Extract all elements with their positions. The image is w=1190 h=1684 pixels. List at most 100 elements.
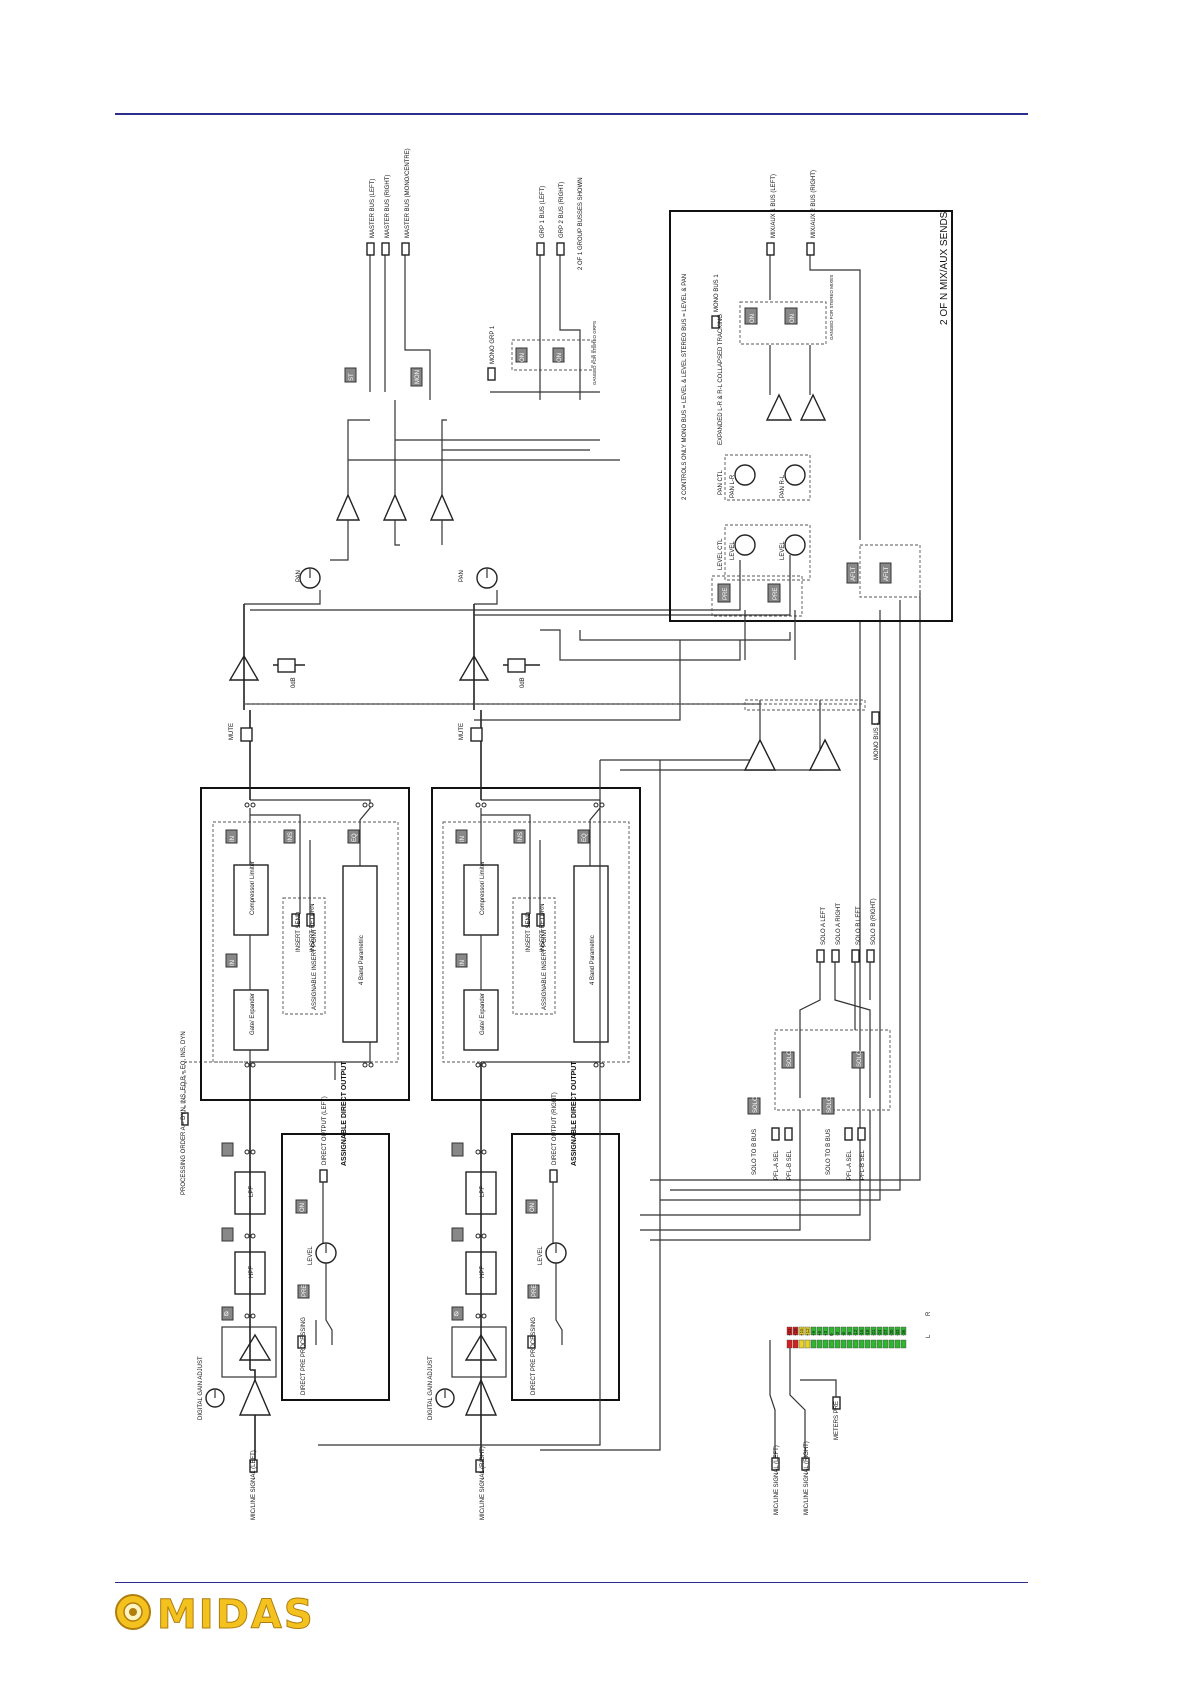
brand-wordmark: MIDAS bbox=[157, 1592, 315, 1634]
direct-output-label-left: DIRECT OUTPUT (LEFT) bbox=[322, 1096, 328, 1165]
svg-text:IN: IN bbox=[460, 960, 466, 966]
svg-text:PRE: PRE bbox=[532, 1285, 538, 1297]
insert-point-label-left: ASSIGNABLE INSERT POINT bbox=[312, 928, 318, 1010]
eq-parametric-left bbox=[342, 865, 378, 1043]
svg-text:PFL-A SEL: PFL-A SEL bbox=[847, 1150, 853, 1180]
mix-on-button-1[interactable] bbox=[744, 307, 758, 325]
mix-aux-1-label: MIX/AUX 1 BUS (LEFT) bbox=[771, 174, 777, 238]
grp-on-button-1[interactable] bbox=[515, 347, 528, 363]
pan-rl-knob[interactable] bbox=[784, 464, 806, 486]
sum-amp-3 bbox=[429, 493, 455, 521]
svg-text:PAN: PAN bbox=[459, 570, 465, 582]
eq-button-left[interactable] bbox=[347, 829, 360, 844]
mon-button[interactable] bbox=[410, 367, 423, 387]
gate-in-button-left[interactable] bbox=[225, 953, 238, 968]
gate-expander-left bbox=[233, 989, 269, 1051]
eq-button-right[interactable] bbox=[577, 829, 590, 844]
meter-segment bbox=[870, 1326, 877, 1336]
fader-right[interactable] bbox=[507, 658, 526, 673]
svg-text:0dB: 0dB bbox=[291, 677, 297, 688]
mix-pre-button-1[interactable] bbox=[717, 583, 731, 603]
svg-text:MUTE: MUTE bbox=[459, 723, 465, 740]
meter-scale-label: -6 bbox=[841, 1332, 846, 1336]
hpf-switch-left[interactable] bbox=[221, 1227, 234, 1242]
solo-to-b-button-2[interactable] bbox=[821, 1097, 835, 1115]
svg-text:ASSIGNABLE INSERT POINT: ASSIGNABLE INSERT POINT bbox=[542, 928, 548, 1010]
meter-segment bbox=[882, 1326, 889, 1336]
aflt-button-1[interactable] bbox=[846, 562, 859, 584]
compressor-left bbox=[233, 864, 269, 936]
ins-button-left[interactable] bbox=[283, 829, 296, 844]
svg-text:INS: INS bbox=[288, 832, 294, 842]
hpf-switch-right[interactable] bbox=[451, 1227, 464, 1242]
lpf-switch-right[interactable] bbox=[451, 1142, 464, 1157]
svg-text:4 Band Parametric: 4 Band Parametric bbox=[359, 935, 365, 985]
svg-text:L: L bbox=[926, 1334, 932, 1338]
direct-output-label-right: DIRECT OUTPUT (RIGHT) bbox=[552, 1092, 558, 1165]
mix-aux-2-label: MIX/AUX 2 BUS (RIGHT) bbox=[811, 170, 817, 238]
svg-text:DIRECT PRE PROCESSING: DIRECT PRE PROCESSING bbox=[531, 1317, 537, 1395]
svg-text:HPF: HPF bbox=[249, 1266, 255, 1278]
mute-button-left[interactable] bbox=[240, 727, 253, 742]
svg-text:SOLO TO B BUS: SOLO TO B BUS bbox=[826, 1129, 832, 1175]
mute-button-right[interactable] bbox=[470, 727, 483, 742]
svg-text:PRE: PRE bbox=[302, 1285, 308, 1297]
meter-segment bbox=[900, 1326, 907, 1336]
meter-segment bbox=[810, 1326, 817, 1336]
mix-pre-button-2[interactable] bbox=[767, 583, 781, 603]
svg-text:ON: ON bbox=[520, 353, 526, 362]
svg-text:PAN: PAN bbox=[296, 570, 302, 582]
gate-in-button-right[interactable] bbox=[455, 953, 468, 968]
meter-segment bbox=[810, 1339, 817, 1349]
meter-scale-label: 0 bbox=[829, 1333, 834, 1336]
svg-text:PFL-B SEL: PFL-B SEL bbox=[860, 1149, 866, 1180]
comp-in-button-right[interactable] bbox=[455, 829, 468, 844]
svg-text:LPF: LPF bbox=[480, 1186, 486, 1197]
meter-segment bbox=[834, 1339, 841, 1349]
svg-text:0dB: 0dB bbox=[520, 677, 526, 688]
direct-pre-button-left[interactable] bbox=[297, 1284, 310, 1299]
meter-segment bbox=[852, 1326, 859, 1336]
mix-sum-amp-1 bbox=[765, 393, 793, 421]
fader-left[interactable] bbox=[277, 658, 296, 673]
meter-input-left-label: MIC/LINE SIGNAL (LEFT) bbox=[774, 1445, 780, 1515]
meter-segment bbox=[792, 1339, 799, 1349]
mix-on-button-2[interactable] bbox=[784, 307, 798, 325]
grp-on-button-2[interactable] bbox=[552, 347, 565, 363]
lpf-switch-left[interactable] bbox=[221, 1142, 234, 1157]
direct-on-button-left[interactable] bbox=[295, 1199, 308, 1214]
mono-bus-label: MONO BUS 1 bbox=[714, 274, 720, 312]
solo-button-2[interactable] bbox=[851, 1051, 865, 1069]
pan-lr-knob[interactable] bbox=[734, 464, 756, 486]
svg-text:AFLT: AFLT bbox=[884, 566, 890, 581]
meter-segment bbox=[792, 1326, 799, 1336]
mix-sum-amp-2 bbox=[799, 393, 827, 421]
svg-text:DIGITAL GAIN ADJUST: DIGITAL GAIN ADJUST bbox=[428, 1356, 434, 1420]
aflt-button-2[interactable] bbox=[879, 562, 892, 584]
solo-to-b-button-1[interactable] bbox=[747, 1097, 761, 1115]
meter-segment bbox=[870, 1339, 877, 1349]
direct-pre-button-right[interactable] bbox=[527, 1284, 540, 1299]
input-label-left: MIC/LINE SIGNAL (LEFT) bbox=[251, 1450, 257, 1520]
st-button[interactable] bbox=[344, 367, 357, 383]
direct-on-button-right[interactable] bbox=[525, 1199, 538, 1214]
channel-left: MIC/LINE SIGNAL (LEFT) DIGITAL GAIN ADJU… bbox=[181, 567, 410, 1520]
meter-scale-label: -9 bbox=[847, 1332, 852, 1336]
svg-text:SOLO TO B BUS: SOLO TO B BUS bbox=[752, 1129, 758, 1175]
svg-text:INSERT SEND: INSERT SEND bbox=[296, 911, 302, 952]
meter-segment bbox=[840, 1326, 847, 1336]
input-label-right: MIC/LINE SIGNAL (RIGHT) bbox=[480, 1446, 486, 1520]
comp-in-button-left[interactable] bbox=[225, 829, 238, 844]
solo-button-1[interactable] bbox=[781, 1051, 795, 1069]
phase-button-right[interactable] bbox=[451, 1306, 464, 1321]
level-knob-2[interactable] bbox=[784, 534, 806, 556]
mono-grp-label: MONO GRP 1 bbox=[490, 325, 496, 364]
svg-text:PAN R-L: PAN R-L bbox=[780, 474, 786, 498]
svg-text:SOLO: SOLO bbox=[827, 1096, 833, 1113]
svg-text:PAN L-R: PAN L-R bbox=[730, 474, 736, 498]
level-knob-1[interactable] bbox=[734, 534, 756, 556]
meter-scale-label: -30 bbox=[889, 1329, 894, 1336]
phase-button-left[interactable] bbox=[221, 1306, 234, 1321]
ins-button-right[interactable] bbox=[513, 829, 526, 844]
